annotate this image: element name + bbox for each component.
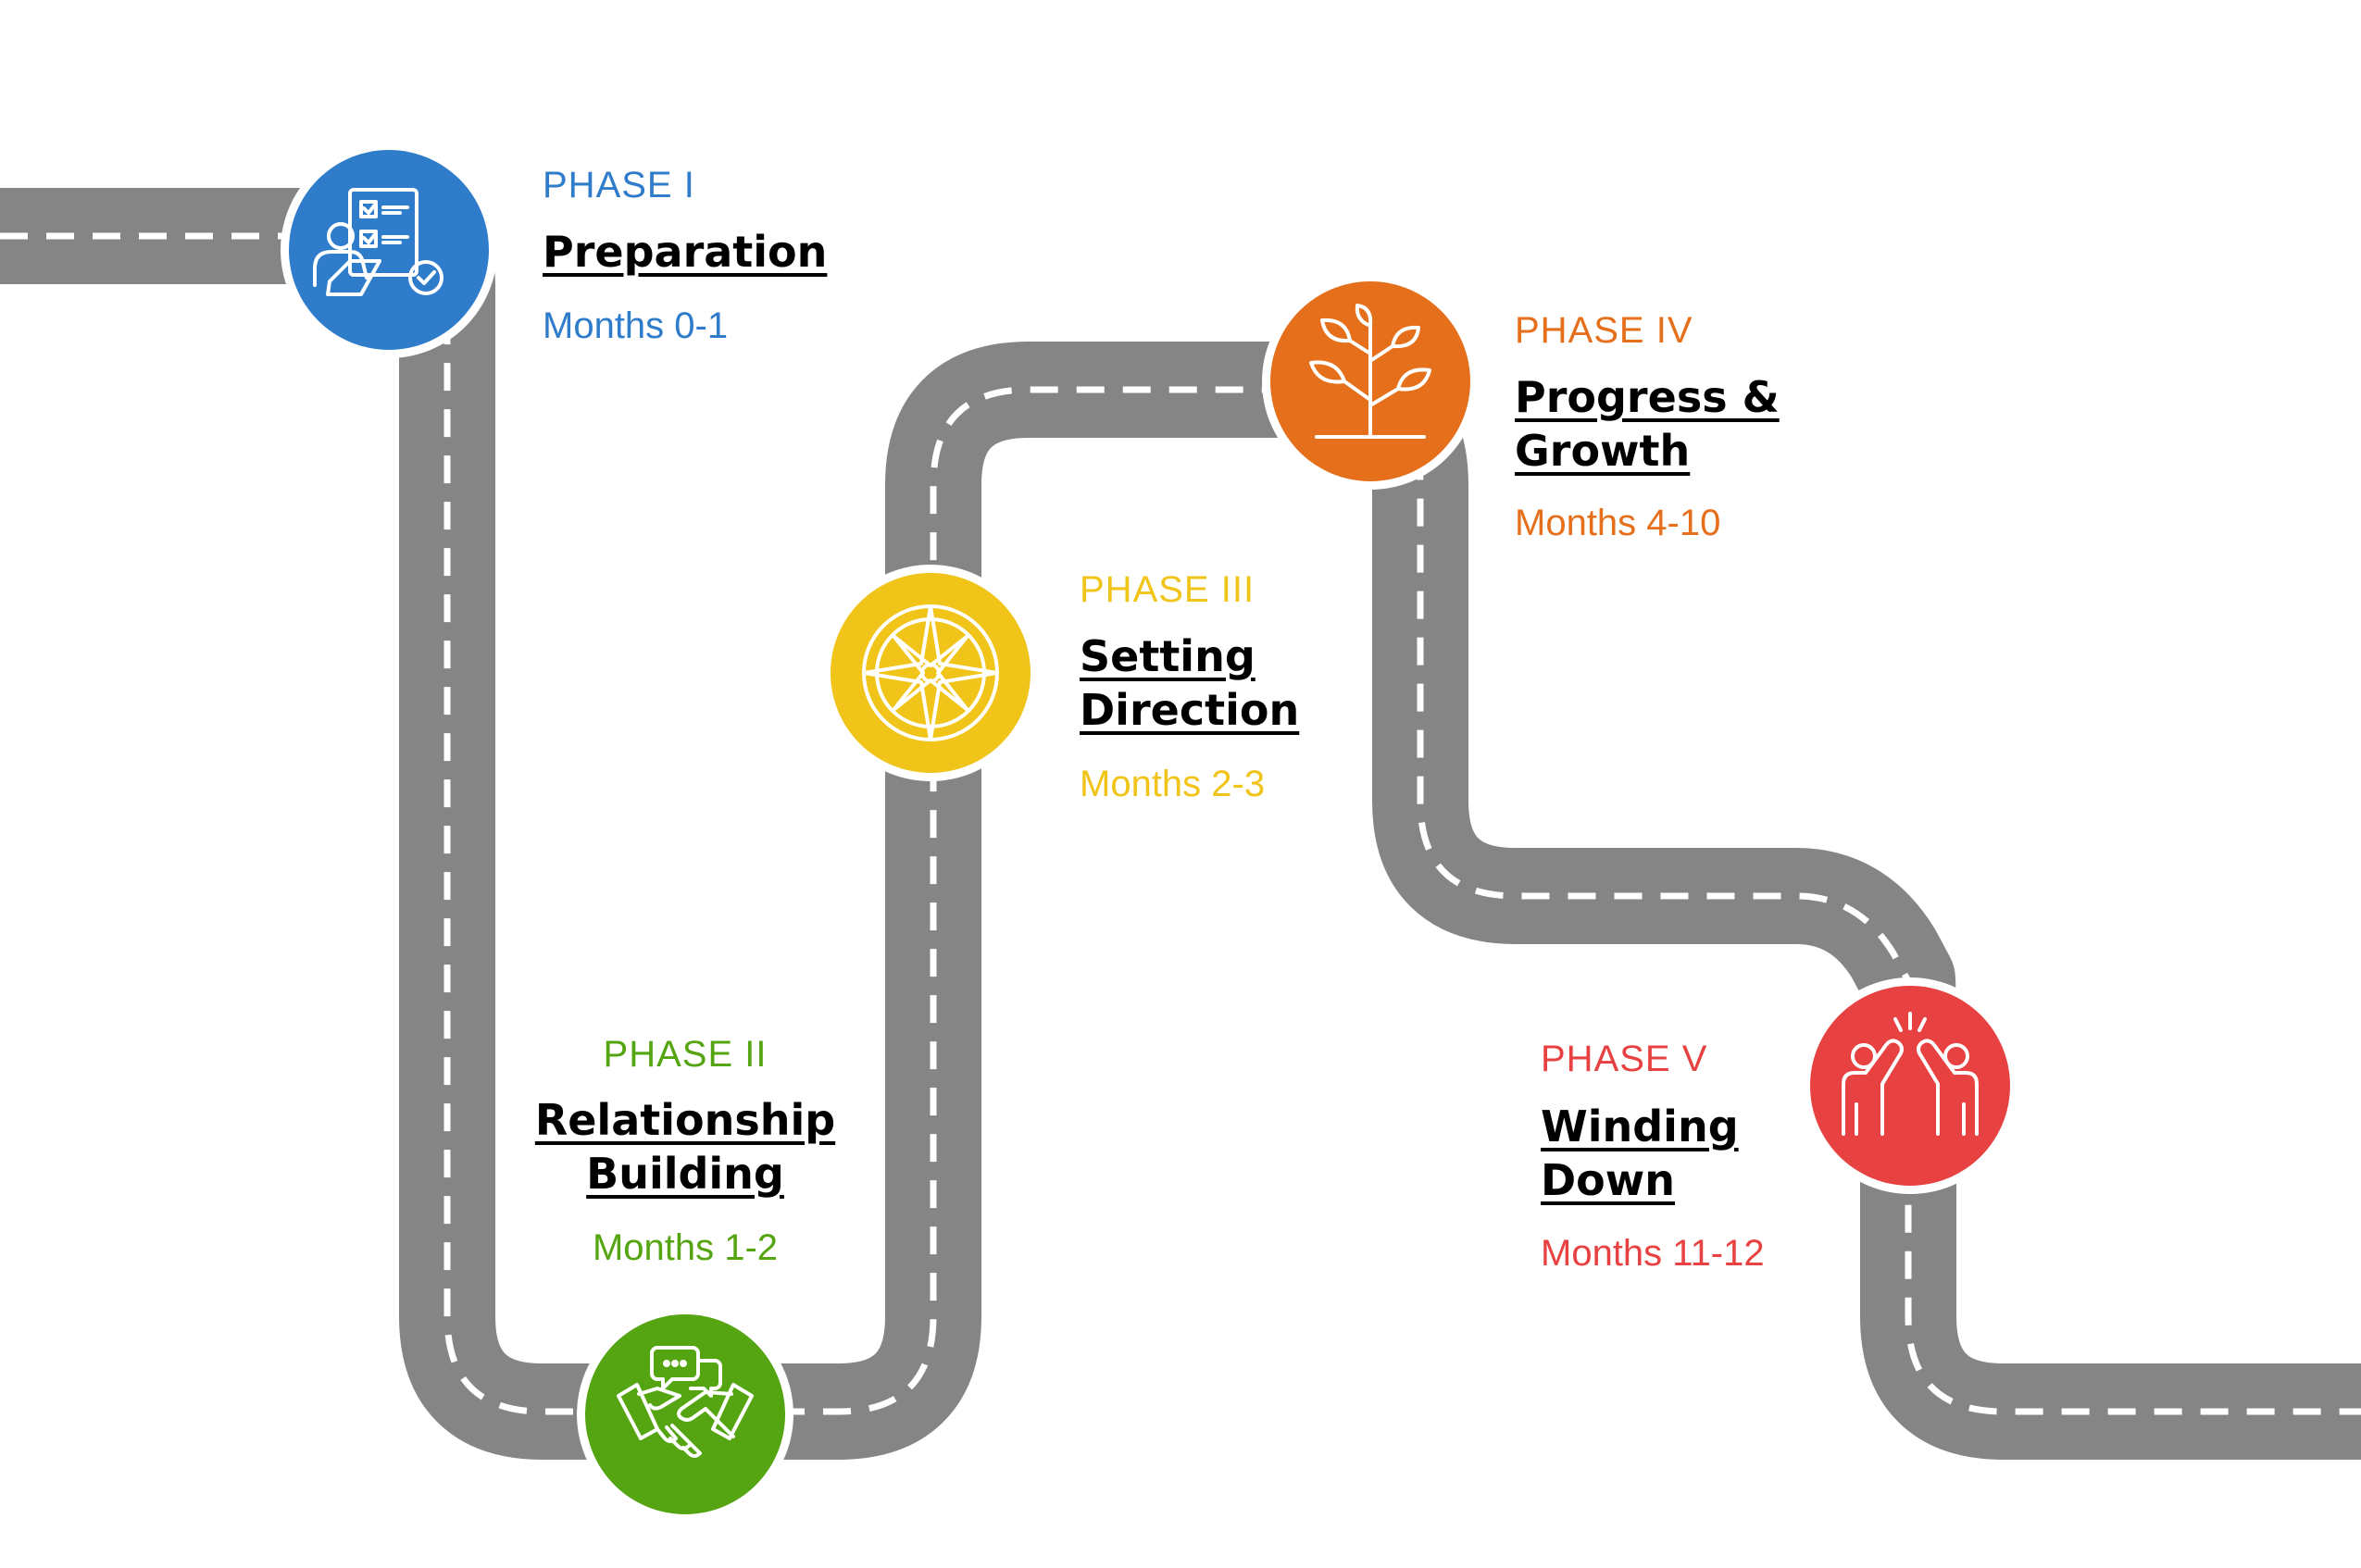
- phase-5-marker: [1802, 977, 2018, 1194]
- phase-1-title-line: Preparation: [543, 227, 828, 277]
- phase-5-label: PHASE V: [1541, 1039, 1708, 1079]
- phase-1-label: PHASE I: [543, 165, 695, 205]
- phase-2-months: Months 1-2: [592, 1227, 779, 1268]
- phase-4-marker: [1262, 273, 1479, 490]
- phase-5-title: Winding Down: [1541, 1100, 1739, 1207]
- phase-3-months: Months 2-3: [1080, 764, 1266, 804]
- phase-3-title-line-2: Direction: [1080, 685, 1300, 735]
- phase-2-label: PHASE II: [603, 1034, 768, 1075]
- checklist-person-icon: [313, 188, 443, 296]
- phase-4-title-line-1: Progress &: [1515, 372, 1780, 422]
- phase-5-title-line-1: Winding: [1541, 1101, 1739, 1151]
- phase-2-title-line-2: Building: [586, 1149, 784, 1199]
- phase-3-marker: [822, 565, 1039, 781]
- phase-3-circle: [831, 573, 1031, 773]
- phase-3-title-line-1: Setting: [1080, 631, 1255, 681]
- phase-1-title: Preparation: [543, 225, 827, 279]
- phase-5-circle: [1810, 986, 2010, 1186]
- phase-1-marker: [281, 142, 497, 358]
- phase-2-circle: [585, 1314, 785, 1514]
- phase-3-title: Setting Direction: [1080, 629, 1299, 737]
- phase-2-title: Relationship Building: [518, 1093, 852, 1201]
- phase-1-circle: [289, 150, 489, 350]
- compass-icon: [862, 604, 999, 741]
- phase-1-months: Months 0-1: [543, 305, 729, 346]
- phase-5-title-line-2: Down: [1541, 1155, 1676, 1205]
- phase-4-months: Months 4-10: [1515, 503, 1721, 543]
- phase-2-title-line-1: Relationship: [534, 1095, 836, 1145]
- phase-4-title: Progress & Growth: [1515, 370, 1780, 478]
- phase-5-months: Months 11-12: [1541, 1233, 1765, 1274]
- handshake-chat-icon: [617, 1346, 754, 1458]
- phase-4-label: PHASE IV: [1515, 310, 1693, 351]
- phase-4-title-line-2: Growth: [1515, 426, 1691, 476]
- growing-plant-icon: [1309, 304, 1431, 439]
- road: [0, 188, 2361, 1460]
- phase-3-label: PHASE III: [1080, 569, 1255, 610]
- phase-2-marker: [577, 1306, 793, 1523]
- high-five-icon: [1842, 1012, 1979, 1136]
